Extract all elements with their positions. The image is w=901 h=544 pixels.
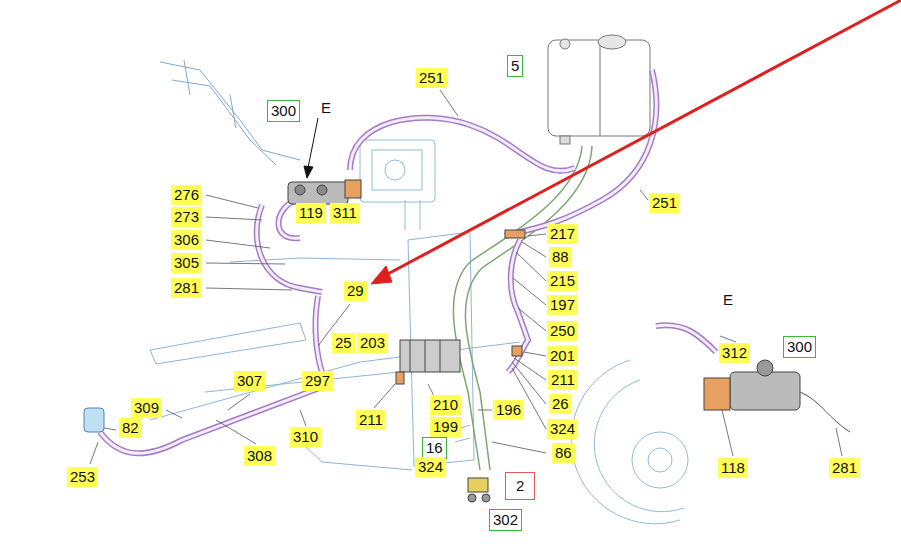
callout-text: 211 xyxy=(551,372,575,387)
callout-number: 251 xyxy=(416,68,447,88)
callout-text: 306 xyxy=(174,232,199,247)
callout-text: 88 xyxy=(552,249,569,264)
callout-text: 215 xyxy=(550,273,575,288)
callout-number: 203 xyxy=(357,333,388,353)
callout-text: 203 xyxy=(360,335,385,350)
callout-number: 273 xyxy=(171,207,202,227)
callout-text: 197 xyxy=(550,297,575,312)
callout-number: 210 xyxy=(430,395,461,415)
assembly-callout: 16 xyxy=(422,437,447,459)
callout-text: 118 xyxy=(721,460,745,475)
part-callout: 2 xyxy=(505,472,535,500)
callout-number: 309 xyxy=(131,398,162,418)
callout-number: 86 xyxy=(552,443,575,463)
assembly-callout: 5 xyxy=(507,55,523,77)
callout-text: 196 xyxy=(496,402,521,417)
callout-text: 300 xyxy=(787,339,812,354)
callout-text: 199 xyxy=(433,419,458,434)
assembly-callout: 302 xyxy=(489,509,522,531)
callout-text: 5 xyxy=(511,58,519,73)
callout-number: 281 xyxy=(829,458,860,478)
callout-text: 29 xyxy=(347,283,364,298)
callout-number: 306 xyxy=(171,230,202,250)
callout-number: 217 xyxy=(547,224,578,244)
callout-text: 82 xyxy=(122,420,139,435)
callout-text: 308 xyxy=(247,448,272,463)
callout-text: 250 xyxy=(550,323,575,338)
callout-text: 25 xyxy=(335,335,352,350)
callout-number: 312 xyxy=(719,343,750,363)
callout-number: 118 xyxy=(718,458,748,478)
callout-number: 324 xyxy=(547,419,578,439)
callout-number: 324 xyxy=(415,457,446,477)
callout-number: 196 xyxy=(493,400,524,420)
callout-text: 300 xyxy=(271,103,296,118)
callout-text: 281 xyxy=(832,460,857,475)
callout-number: 305 xyxy=(171,253,202,273)
callout-number: 307 xyxy=(234,371,265,391)
callout-text: 324 xyxy=(550,421,575,436)
callout-text: 324 xyxy=(418,459,443,474)
callout-number: 311 xyxy=(330,203,360,223)
callout-text: 119 xyxy=(299,205,323,220)
callout-text: 86 xyxy=(555,445,572,460)
callout-number: 26 xyxy=(549,394,572,414)
callout-text: 210 xyxy=(433,397,458,412)
callout-text: 2 xyxy=(516,478,524,493)
callout-text: 281 xyxy=(174,280,199,295)
callout-number: 250 xyxy=(547,321,578,341)
callout-text: 297 xyxy=(305,373,330,388)
callout-number: 310 xyxy=(290,427,321,447)
view-letter: E xyxy=(320,100,332,115)
callout-number: 308 xyxy=(244,446,275,466)
callout-text: 311 xyxy=(333,205,357,220)
view-letter: E xyxy=(722,292,734,307)
callout-text: 217 xyxy=(550,226,575,241)
callout-number: 82 xyxy=(119,418,142,438)
callout-number: 297 xyxy=(302,371,333,391)
callout-text: 305 xyxy=(174,255,199,270)
callout-number: 88 xyxy=(549,247,572,267)
callout-text: 307 xyxy=(237,373,262,388)
callout-number: 251 xyxy=(649,193,680,213)
callout-text: 309 xyxy=(134,400,159,415)
callout-number: 211 xyxy=(356,410,386,430)
callout-text: 251 xyxy=(652,195,677,210)
callout-text: 16 xyxy=(426,440,443,455)
callout-number: 197 xyxy=(547,295,578,315)
callout-number: 211 xyxy=(548,370,578,390)
callout-text: 253 xyxy=(70,469,95,484)
callout-number: 25 xyxy=(332,333,355,353)
callout-number: 199 xyxy=(430,417,461,437)
assembly-callout: 300 xyxy=(267,100,300,122)
callout-text: 302 xyxy=(493,512,518,527)
callout-number: 201 xyxy=(547,346,578,366)
callout-text: 273 xyxy=(174,209,199,224)
callout-text: 211 xyxy=(359,412,383,427)
callout-number: 29 xyxy=(344,281,367,301)
callout-number: 281 xyxy=(171,278,202,298)
callout-text: 276 xyxy=(174,187,199,202)
callout-number: 215 xyxy=(547,271,578,291)
callout-number: 119 xyxy=(296,203,326,223)
callout-number: 253 xyxy=(67,467,98,487)
callout-text: 310 xyxy=(293,429,318,444)
callout-text: 312 xyxy=(722,345,747,360)
callout-text: 201 xyxy=(550,348,575,363)
callout-text: 251 xyxy=(419,70,444,85)
callout-number: 276 xyxy=(171,185,202,205)
assembly-callout: 300 xyxy=(783,336,816,358)
callout-text: 26 xyxy=(552,396,569,411)
